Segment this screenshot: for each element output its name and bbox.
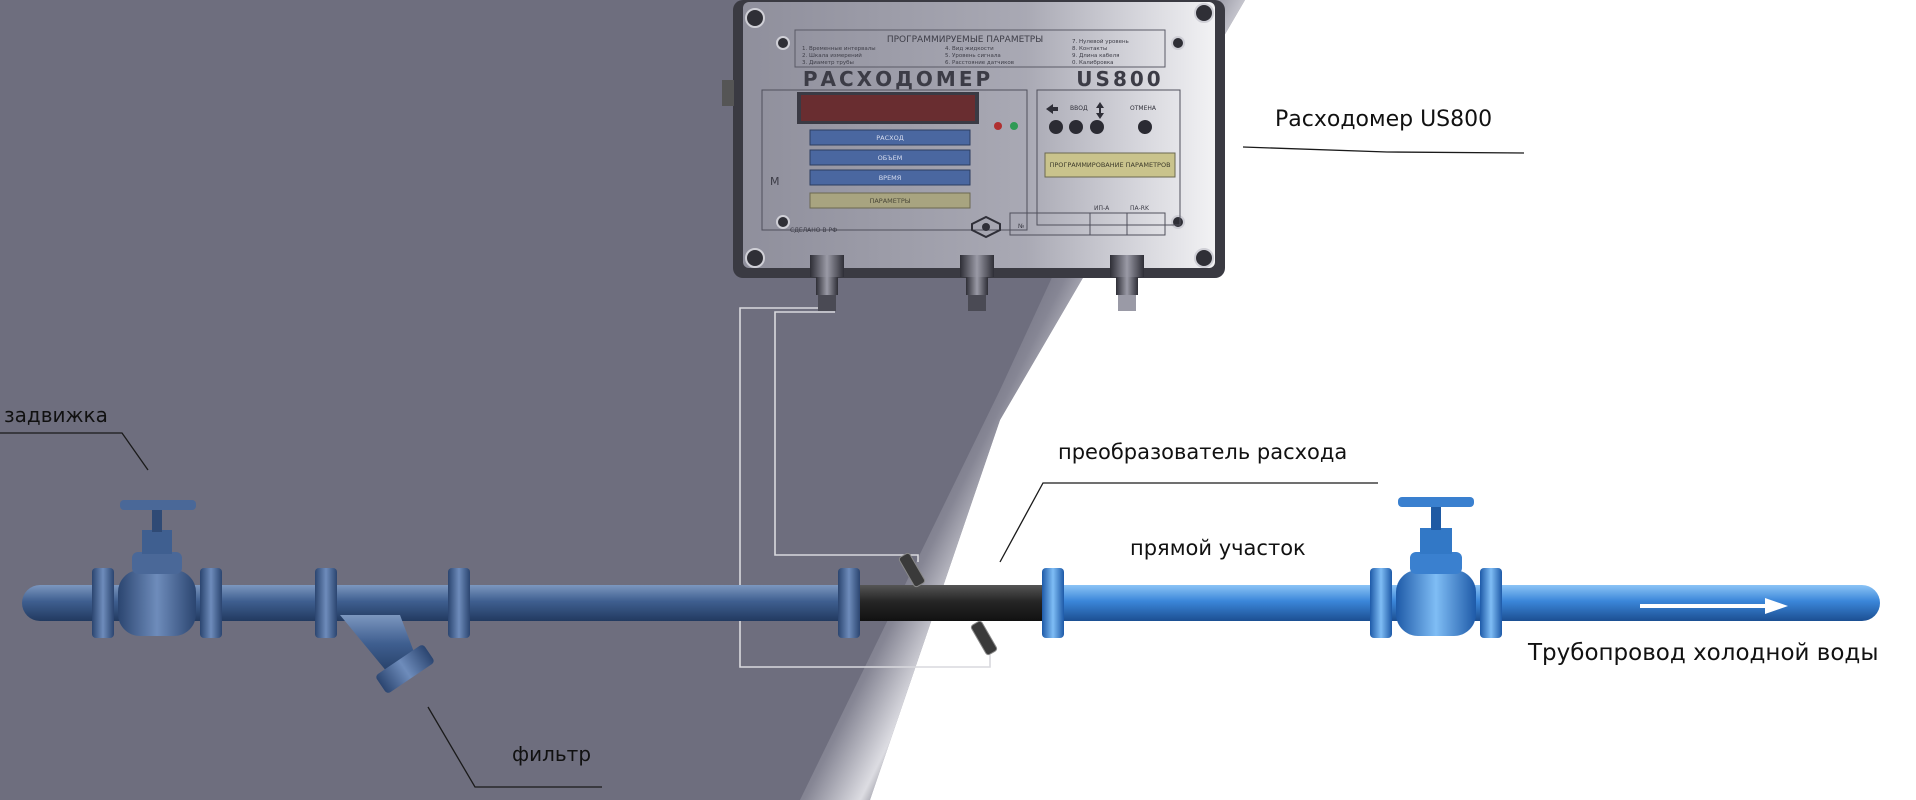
- leader-lines: [0, 146, 1525, 788]
- pipeline: [22, 497, 1880, 693]
- nameplate-cell: ИП-А: [1094, 205, 1110, 212]
- nameplate-cell: ПА-RK: [1130, 205, 1150, 212]
- leader-valve: [0, 432, 149, 471]
- flow-direction-arrow: [1640, 598, 1788, 614]
- leader-transducer: [999, 482, 1378, 563]
- arrow-updown-icon: [1096, 102, 1104, 119]
- y-strainer-filter: [340, 615, 434, 693]
- button-label: РАСХОД: [876, 134, 904, 142]
- straight-section-label: прямой участок: [1130, 536, 1306, 560]
- param-item: 5. Уровень сигнала: [945, 53, 1001, 59]
- valve-handwheel[interactable]: [1398, 497, 1474, 507]
- meter-side-connector: [722, 80, 734, 106]
- keypad: ВВОД ОТМЕНА: [1046, 102, 1157, 134]
- pipe-section-upstream: [22, 585, 868, 621]
- flange: [838, 568, 860, 638]
- flange: [315, 568, 337, 638]
- flowmeter-us800: ПРОГРАММИРУЕМЫЕ ПАРАМЕТРЫ 1. Временные и…: [722, 0, 1225, 311]
- cable-gland-middle: [960, 255, 994, 311]
- param-item: 8. Контакты: [1072, 46, 1107, 52]
- gate-valve-downstream[interactable]: [1396, 497, 1476, 636]
- nameplate-strip: [1009, 212, 1166, 236]
- ground-terminal-icon: [971, 215, 1001, 239]
- mode-button[interactable]: [809, 169, 971, 186]
- valve-body: [1396, 570, 1476, 636]
- mode-button[interactable]: [809, 149, 971, 166]
- parameters-header-items: 1. Временные интервалы 2. Шкала измерени…: [802, 38, 1129, 66]
- made-in-label: СДЕЛАНО В РФ: [790, 227, 837, 234]
- meter-corner-screws: [745, 3, 1214, 268]
- valve-neck: [142, 530, 172, 554]
- display-panel-frame: [761, 89, 1028, 231]
- indicator-led-red: [994, 122, 1002, 130]
- parameters-header-title: ПРОГРАММИРУЕМЫЕ ПАРАМЕТРЫ: [887, 35, 1043, 45]
- gate-valve-upstream[interactable]: [118, 500, 196, 636]
- valve-bonnet: [132, 552, 182, 574]
- cable-gland-left: [810, 255, 844, 311]
- keypad-button[interactable]: [1138, 120, 1152, 134]
- sensor-upper: [898, 552, 926, 588]
- key-label-cancel: ОТМЕНА: [1130, 105, 1157, 112]
- parameters-button[interactable]: [809, 192, 971, 209]
- param-item: 0. Калибровка: [1072, 60, 1114, 66]
- cable-glands: [810, 255, 1144, 311]
- keypad-panel-frame: [1036, 89, 1181, 226]
- param-item: 3. Диаметр трубы: [802, 60, 854, 66]
- button-label: ВРЕМЯ: [879, 174, 902, 182]
- keypad-button[interactable]: [1069, 120, 1083, 134]
- signal-cables: [739, 307, 991, 668]
- keypad-button[interactable]: [1049, 120, 1063, 134]
- flanges-upstream: [92, 568, 860, 638]
- pipeline-label: Трубопровод холодной воды: [1528, 640, 1879, 666]
- sensor-lower: [970, 620, 998, 656]
- cable-gland-right: [1110, 255, 1144, 311]
- valve-stem: [152, 508, 162, 532]
- led-display-glow: [801, 95, 975, 121]
- mode-button[interactable]: [809, 129, 971, 146]
- leader-meter: [1242, 146, 1525, 154]
- param-item: 9. Длина кабеля: [1072, 53, 1119, 59]
- key-label-enter: ВВОД: [1070, 105, 1088, 112]
- param-item: 6. Расстояние датчиков: [945, 60, 1014, 66]
- filter-callout-label: фильтр: [512, 742, 592, 766]
- flange: [200, 568, 222, 638]
- programming-button[interactable]: [1044, 152, 1176, 178]
- side-label: М: [770, 175, 780, 188]
- valve-stem: [1431, 505, 1441, 530]
- nameplate-cell: №: [1018, 223, 1024, 230]
- transducer-pipe-section[interactable]: [860, 585, 1045, 621]
- meter-title: РАСХОДОМЕР: [803, 67, 993, 91]
- flange: [1370, 568, 1392, 638]
- button-label: ОБЪЕМ: [878, 154, 903, 162]
- flange: [1480, 568, 1502, 638]
- flanges-downstream: [1042, 568, 1502, 638]
- filter-cap: [376, 645, 434, 693]
- transducer-callout-label: преобразователь расхода: [1058, 440, 1348, 464]
- meter-callout-label: Расходомер US800: [1275, 107, 1493, 132]
- mode-buttons: РАСХОД ОБЪЕМ ВРЕМЯ ПАРАМЕТРЫ: [809, 129, 971, 209]
- meter-model: US800: [1076, 67, 1163, 91]
- keypad-button[interactable]: [1090, 120, 1104, 134]
- flange: [92, 568, 114, 638]
- programming-button-label: ПРОГРАММИРОВАНИЕ ПАРАМЕТРОВ: [1049, 161, 1170, 169]
- leader-filter: [427, 706, 602, 788]
- param-item: 4. Вид жидкости: [945, 46, 994, 52]
- flange: [448, 568, 470, 638]
- param-item: 7. Нулевой уровень: [1072, 38, 1129, 45]
- parameters-header-box: [794, 29, 1166, 68]
- param-item: 2. Шкала измерений: [802, 52, 862, 59]
- valve-bonnet: [1410, 552, 1462, 574]
- valve-neck: [1420, 528, 1452, 554]
- ultrasonic-sensors: [898, 552, 998, 656]
- arrow-left-icon: [1046, 104, 1058, 114]
- param-item: 1. Временные интервалы: [802, 46, 876, 52]
- flange: [1042, 568, 1064, 638]
- button-label: ПАРАМЕТРЫ: [869, 197, 910, 205]
- valve-callout-label: задвижка: [4, 403, 108, 427]
- valve-body: [118, 570, 196, 636]
- indicator-led-green: [1010, 122, 1018, 130]
- valve-handwheel[interactable]: [120, 500, 196, 510]
